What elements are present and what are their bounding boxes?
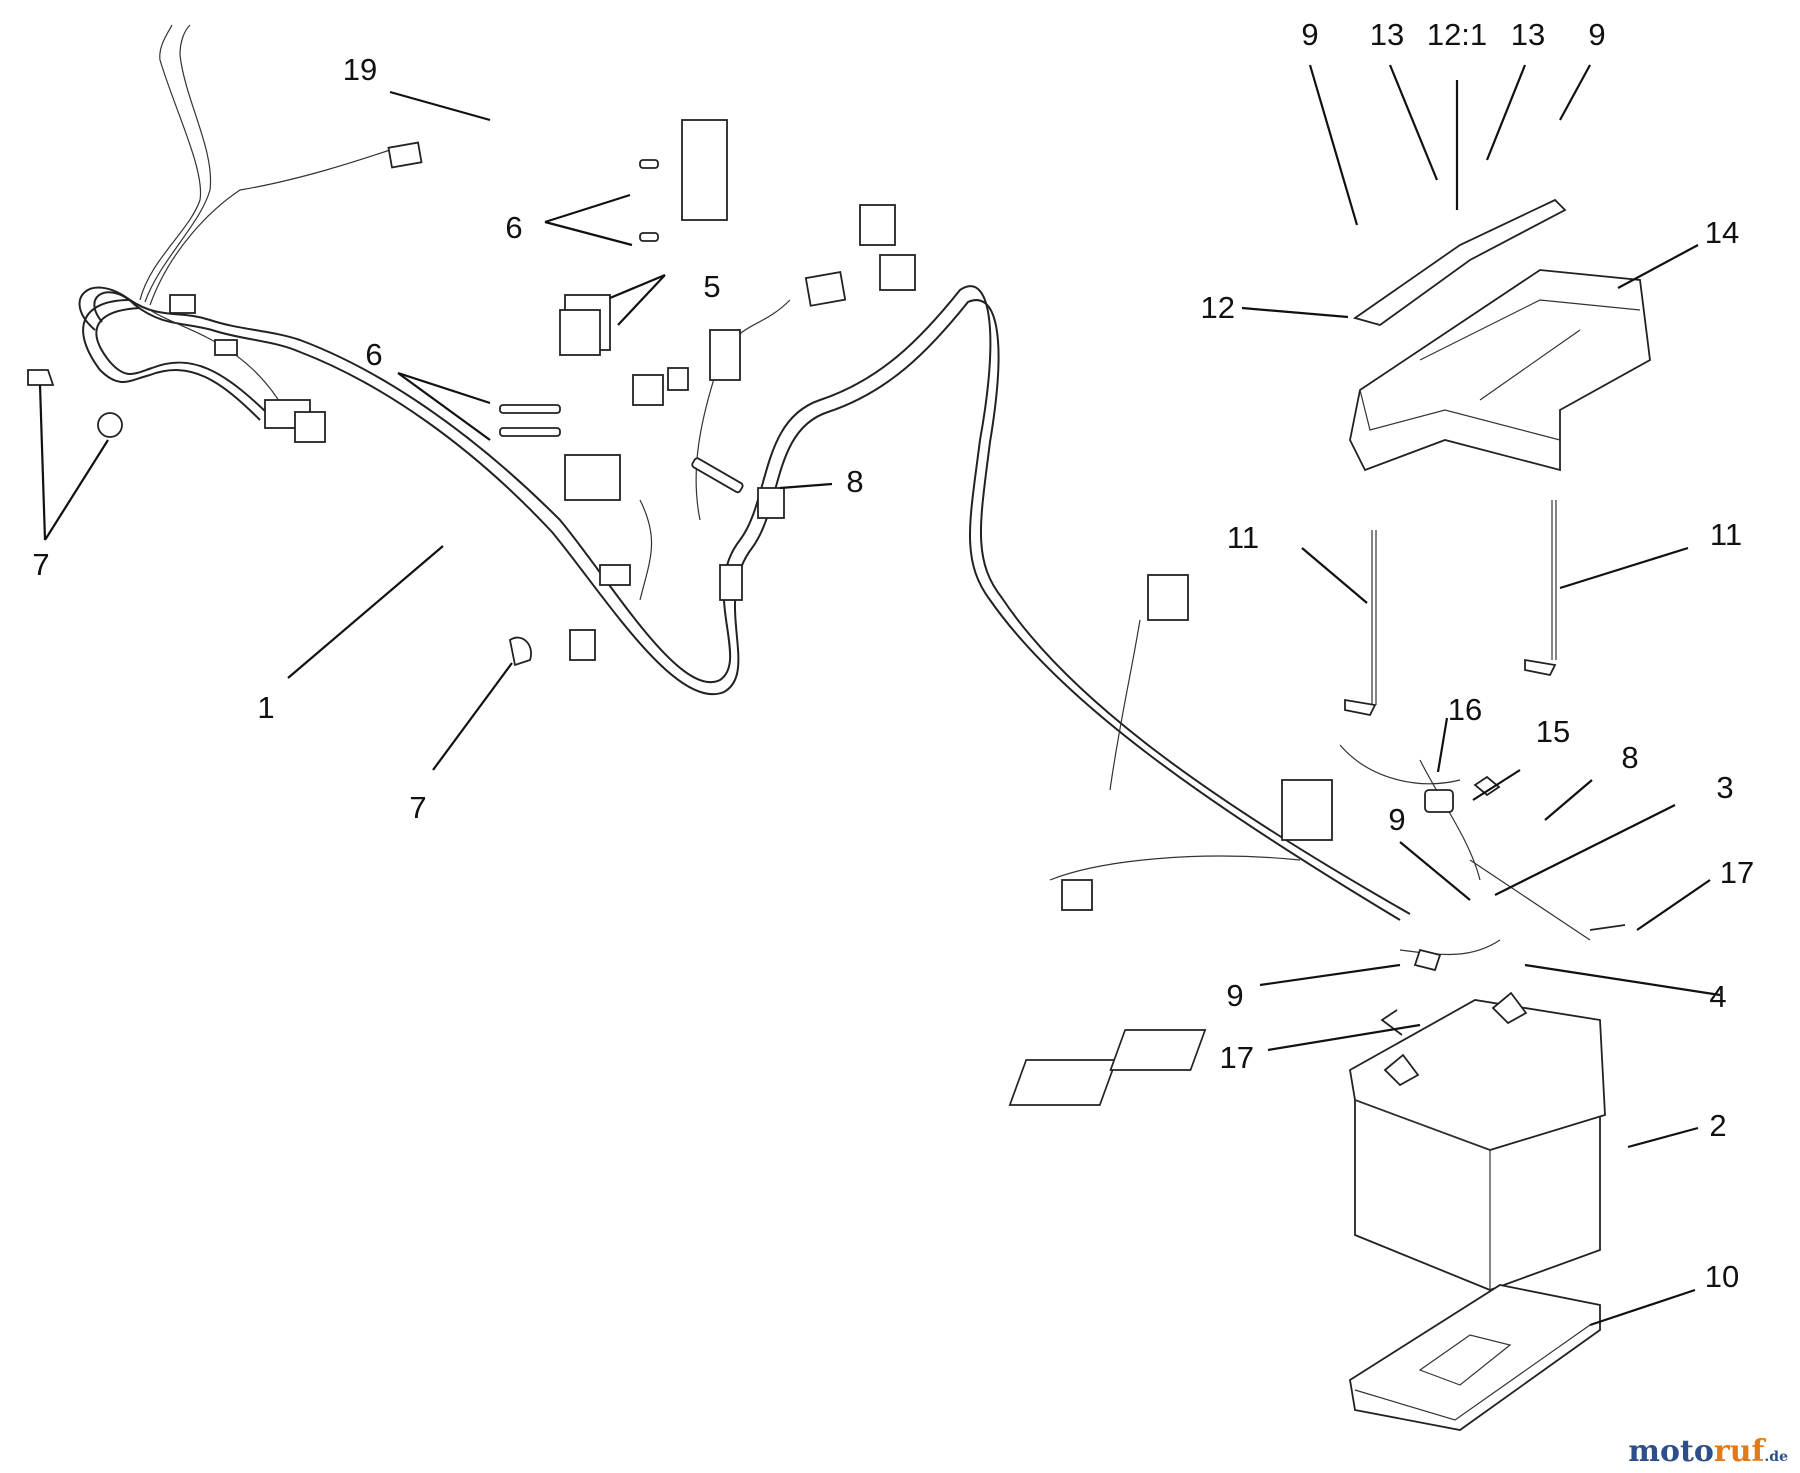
callout-6: 6 [365,337,382,372]
callout-16: 16 [1448,692,1482,727]
callout-2: 2 [1709,1108,1726,1143]
watermark-logo: motoruf.de [1628,1434,1788,1469]
callout-9: 9 [1388,802,1405,837]
callout-6: 6 [505,210,522,245]
watermark-part-1: moto [1628,1434,1714,1469]
watermark-part-2: ruf [1713,1434,1765,1469]
callout-14: 14 [1705,215,1739,250]
connector-group [27,119,1333,911]
callout-4: 4 [1709,979,1726,1014]
callout-13: 13 [1370,17,1404,52]
battery-cables [1339,744,1626,1036]
callout-8: 8 [1621,740,1638,775]
callout-9: 9 [1226,978,1243,1013]
main-harness [78,24,1411,921]
callout-15: 15 [1536,714,1570,749]
battery-cover [1349,269,1651,472]
callout-3: 3 [1716,770,1733,805]
callout-11: 11 [1227,520,1259,555]
callout-12-1: 12:1 [1427,17,1487,52]
callout-7: 7 [32,547,49,582]
hold-down-bracket [1352,198,1567,326]
callout-9: 9 [1588,17,1605,52]
watermark-part-3: .de [1764,1449,1788,1465]
callout-7: 7 [409,790,426,825]
callout-labels: 19 6 5 6 7 8 1 7 9 13 12:1 13 9 14 12 11… [32,17,1754,1294]
callout-13: 13 [1511,17,1545,52]
callout-1: 1 [257,690,274,725]
leader-lines [38,64,1721,1327]
battery-tray [1349,1284,1601,1431]
callout-11: 11 [1710,517,1742,552]
callout-9: 9 [1301,17,1318,52]
callout-19: 19 [343,52,377,87]
callout-17: 17 [1220,1040,1254,1075]
callout-17: 17 [1720,855,1754,890]
callout-5: 5 [703,269,720,304]
hold-down-rods [1344,500,1557,717]
callout-8: 8 [846,464,863,499]
callout-10: 10 [1705,1259,1739,1294]
battery [1008,991,1606,1291]
callout-12: 12 [1201,290,1235,325]
